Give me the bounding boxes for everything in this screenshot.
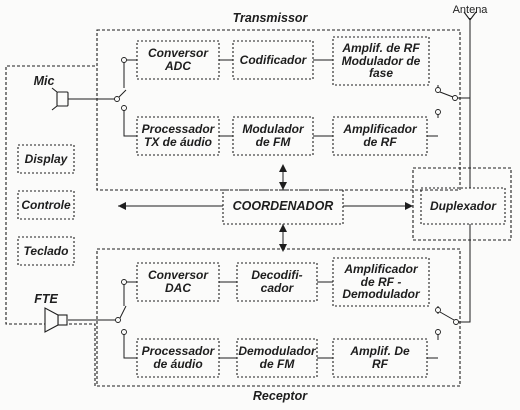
coordenador-label: COORDENADOR [232, 199, 334, 214]
switch-arms [118, 89, 455, 321]
mic-label: Mic [33, 74, 55, 89]
amplificador-demodulador-label: Amplificador de RF - Demodulador [342, 262, 420, 302]
codificador-label: Codificador [239, 52, 307, 67]
arrowheads [118, 164, 413, 252]
processador-audio-label: Processador de áudio [141, 344, 215, 371]
left-panel-frame [5, 65, 96, 386]
receptor-frame [96, 248, 461, 387]
speaker-icon [44, 307, 68, 333]
conversor-dac-label: Conversor DAC [147, 268, 209, 295]
processador-tx-label: Processador TX de áudio [141, 122, 215, 149]
block-teclado [17, 236, 75, 266]
duplexador-label: Duplexador [429, 198, 496, 213]
antenna-icon [463, 11, 477, 21]
block-display [17, 144, 75, 174]
demodulador-fm-label: Demodulador de FM [238, 344, 316, 371]
teclado-label: Teclado [23, 243, 69, 258]
decodificador-label: Decodifi- cador [251, 268, 303, 295]
transmissor-label: Transmissor [232, 11, 308, 26]
conversor-adc-label: Conversor ADC [147, 46, 209, 73]
controle-label: Controle [21, 197, 71, 212]
switch-contacts [114, 57, 459, 335]
block-amplif-rf-modulador-fase [332, 36, 430, 86]
amplificador-rf-label: Amplificador de RF [343, 122, 417, 149]
microphone-icon [51, 87, 69, 111]
block-duplexador [420, 187, 506, 225]
amplif-rf-modulador-label: Amplif. de RF Modulador de fase [341, 41, 421, 81]
modulador-fm-label: Modulador de FM [242, 122, 304, 149]
display-label: Display [24, 151, 68, 166]
block-controle [17, 190, 75, 220]
antena-label: Antena [452, 4, 488, 17]
fte-label: FTE [34, 292, 58, 307]
receptor-label: Receptor [252, 389, 308, 404]
amplif-rf-rx-label: Amplif. De RF [350, 344, 410, 371]
transmissor-frame [96, 29, 461, 191]
